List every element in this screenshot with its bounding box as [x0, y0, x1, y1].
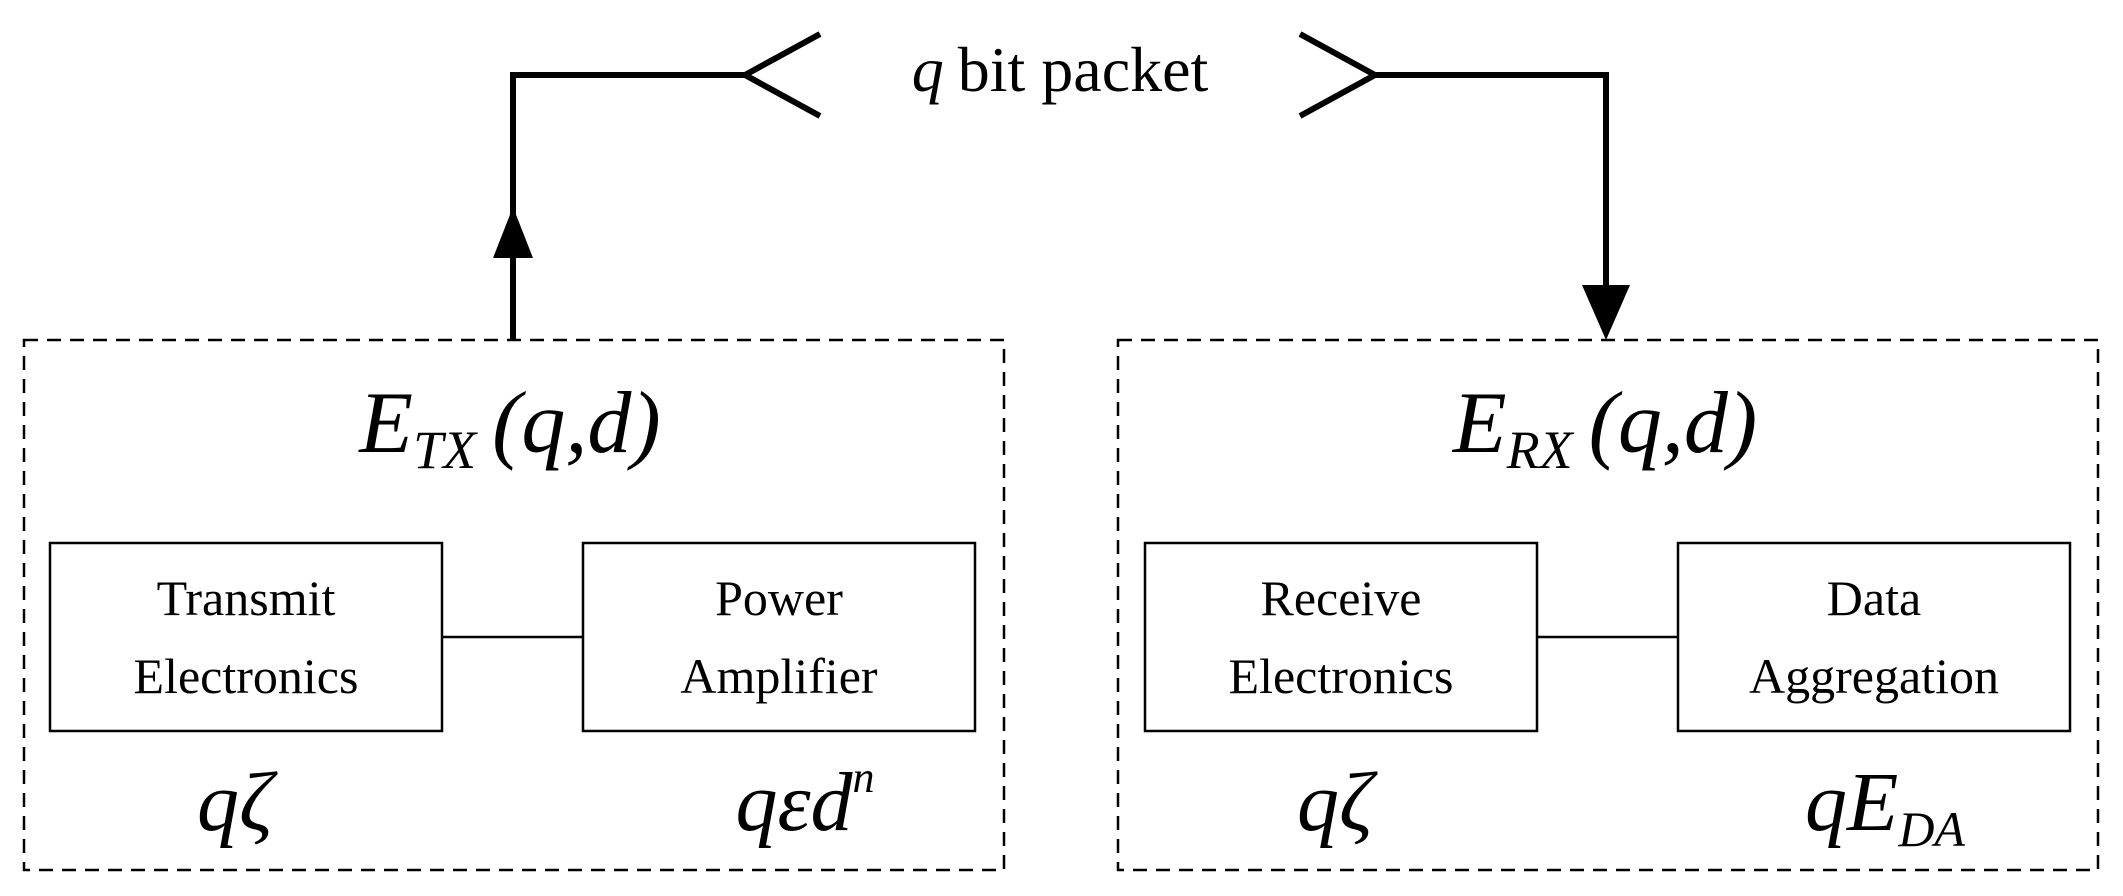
rx-antenna-icon: [1298, 31, 1382, 119]
amplifier-cost: qεdn: [735, 753, 874, 849]
packet-path: [510, 72, 1609, 340]
receive-electronics-line2: Electronics: [1229, 648, 1454, 704]
receive-cost: qζ: [1297, 756, 1378, 849]
power-amplifier-block: [581, 541, 977, 733]
down-arrow-icon: [1582, 285, 1630, 340]
tx-antenna-icon: [738, 31, 822, 119]
tx-energy-label: ETX(q,d): [357, 375, 660, 480]
aggregation-cost: qEDA: [1805, 756, 1965, 857]
transmit-cost: qζ: [197, 756, 278, 849]
rx-energy-label: ERX(q,d): [1451, 375, 1757, 480]
data-aggregation-line1: Data: [1827, 570, 1921, 626]
power-amplifier-line2: Amplifier: [680, 648, 878, 704]
data-aggregation-block: [1676, 541, 2072, 733]
transmit-electronics-line2: Electronics: [134, 648, 359, 704]
transmit-electronics-line1: Transmit: [157, 570, 336, 626]
receive-electronics-block: [1143, 541, 1539, 733]
tx-path-line: [510, 72, 745, 340]
rx-path-line: [1375, 72, 1609, 300]
rx-group-box: [1116, 338, 2100, 872]
receive-electronics-line1: Receive: [1260, 570, 1421, 626]
transmit-electronics-block: [48, 541, 444, 733]
up-arrow-icon: [493, 207, 533, 258]
data-aggregation-line2: Aggregation: [1749, 648, 1999, 704]
power-amplifier-line1: Power: [715, 570, 843, 626]
tx-group-box: [22, 338, 1006, 872]
